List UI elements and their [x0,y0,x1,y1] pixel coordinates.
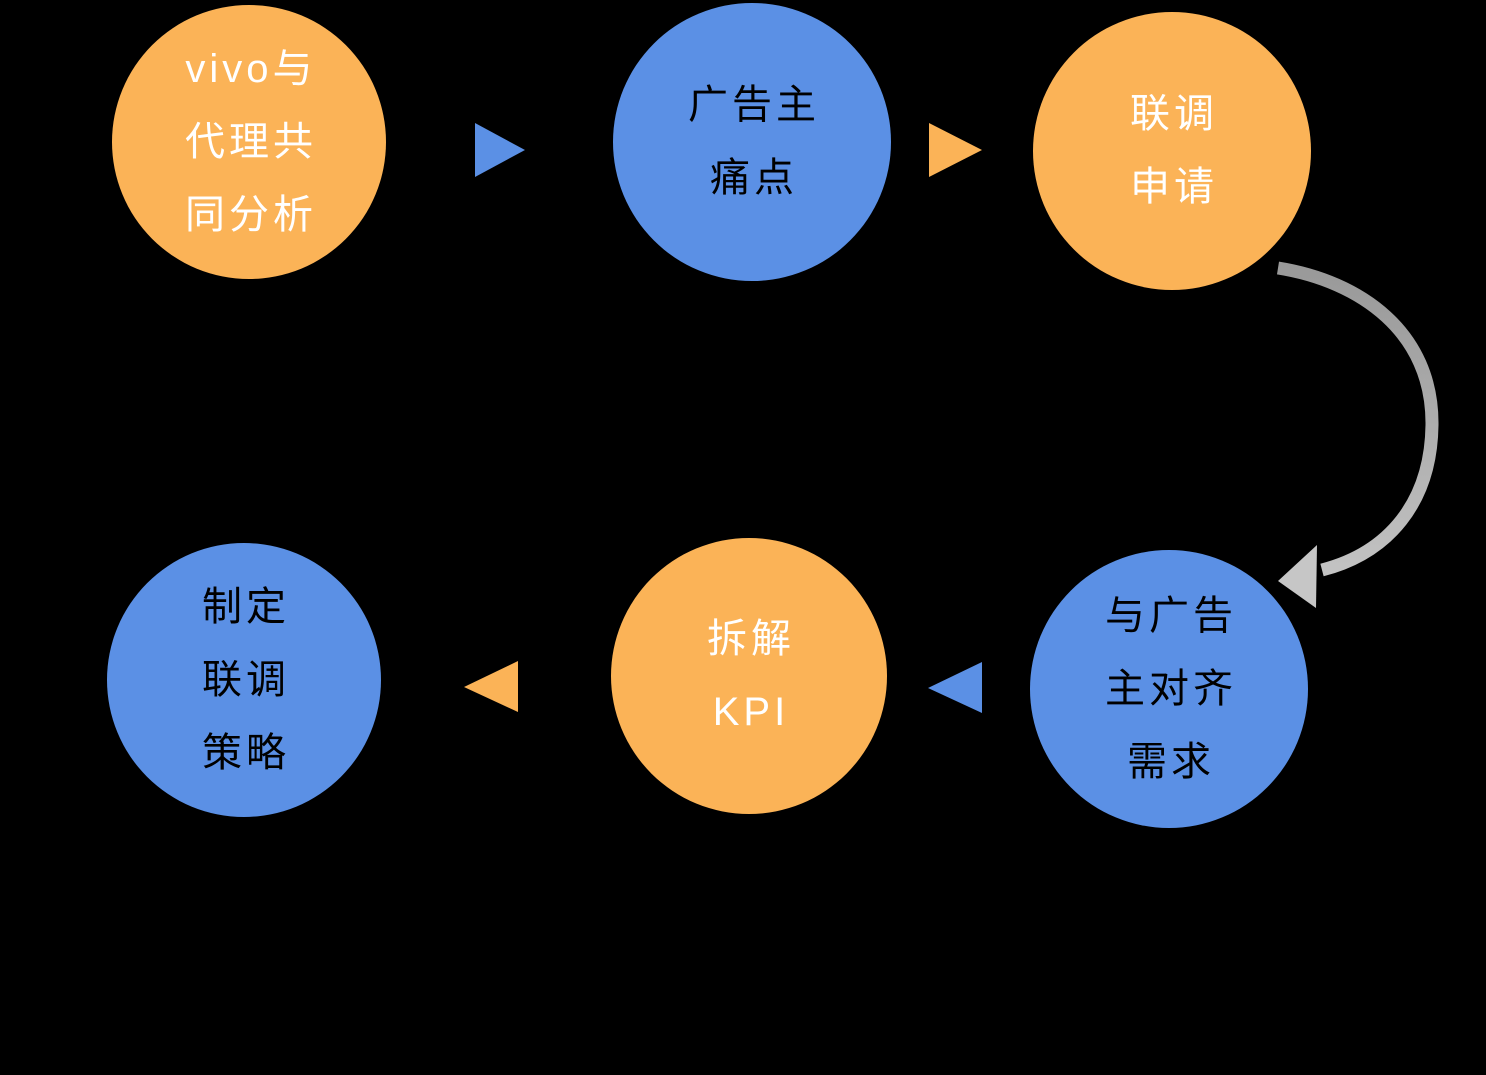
step-circle-align-needs-with-advertiser: 与广告 主对齐 需求 [1030,550,1308,828]
step-circle-decompose-kpi: 拆解 KPI [611,538,887,814]
step-circle-advertiser-pain-points: 广告主 痛点 [613,3,891,281]
node-text-line: 拆解 [707,617,795,661]
node-text-line: 痛点 [710,156,798,200]
node-text-line: 同分析 [185,192,317,237]
arrow-step5-to-step6-triangle-icon [464,661,518,712]
node-text-line: 申请 [1130,165,1218,209]
arrow-step1-to-step2-triangle-icon [475,123,525,177]
node-text-line: 需求 [1127,739,1215,784]
node-text-line: 联调 [1130,92,1218,136]
step-circle-formulate-joint-tuning-strategy: 制定 联调 策略 [107,543,381,817]
node-text-line: 联调 [202,657,290,702]
node-text-line: 广告主 [688,83,820,127]
node-text-line: 制定 [202,584,290,629]
node-text-line: vivo与 [185,46,317,91]
arrow-step2-to-step3-triangle-icon [929,123,982,177]
arrow-step3-to-step4-arrowhead-icon [1278,545,1317,608]
node-text-line: 代理共 [185,119,317,164]
node-text-line: 主对齐 [1105,666,1237,711]
node-text-line: 与广告 [1105,593,1237,638]
node-text-line: KPI [712,690,790,734]
node-text-line: 策略 [202,730,290,775]
step-circle-joint-tuning-application: 联调 申请 [1033,12,1311,290]
step-circle-vivo-agency-joint-analysis: vivo与 代理共 同分析 [112,5,386,279]
arrow-step3-to-step4-curve [1276,261,1439,577]
arrow-step4-to-step5-triangle-icon [928,662,982,713]
